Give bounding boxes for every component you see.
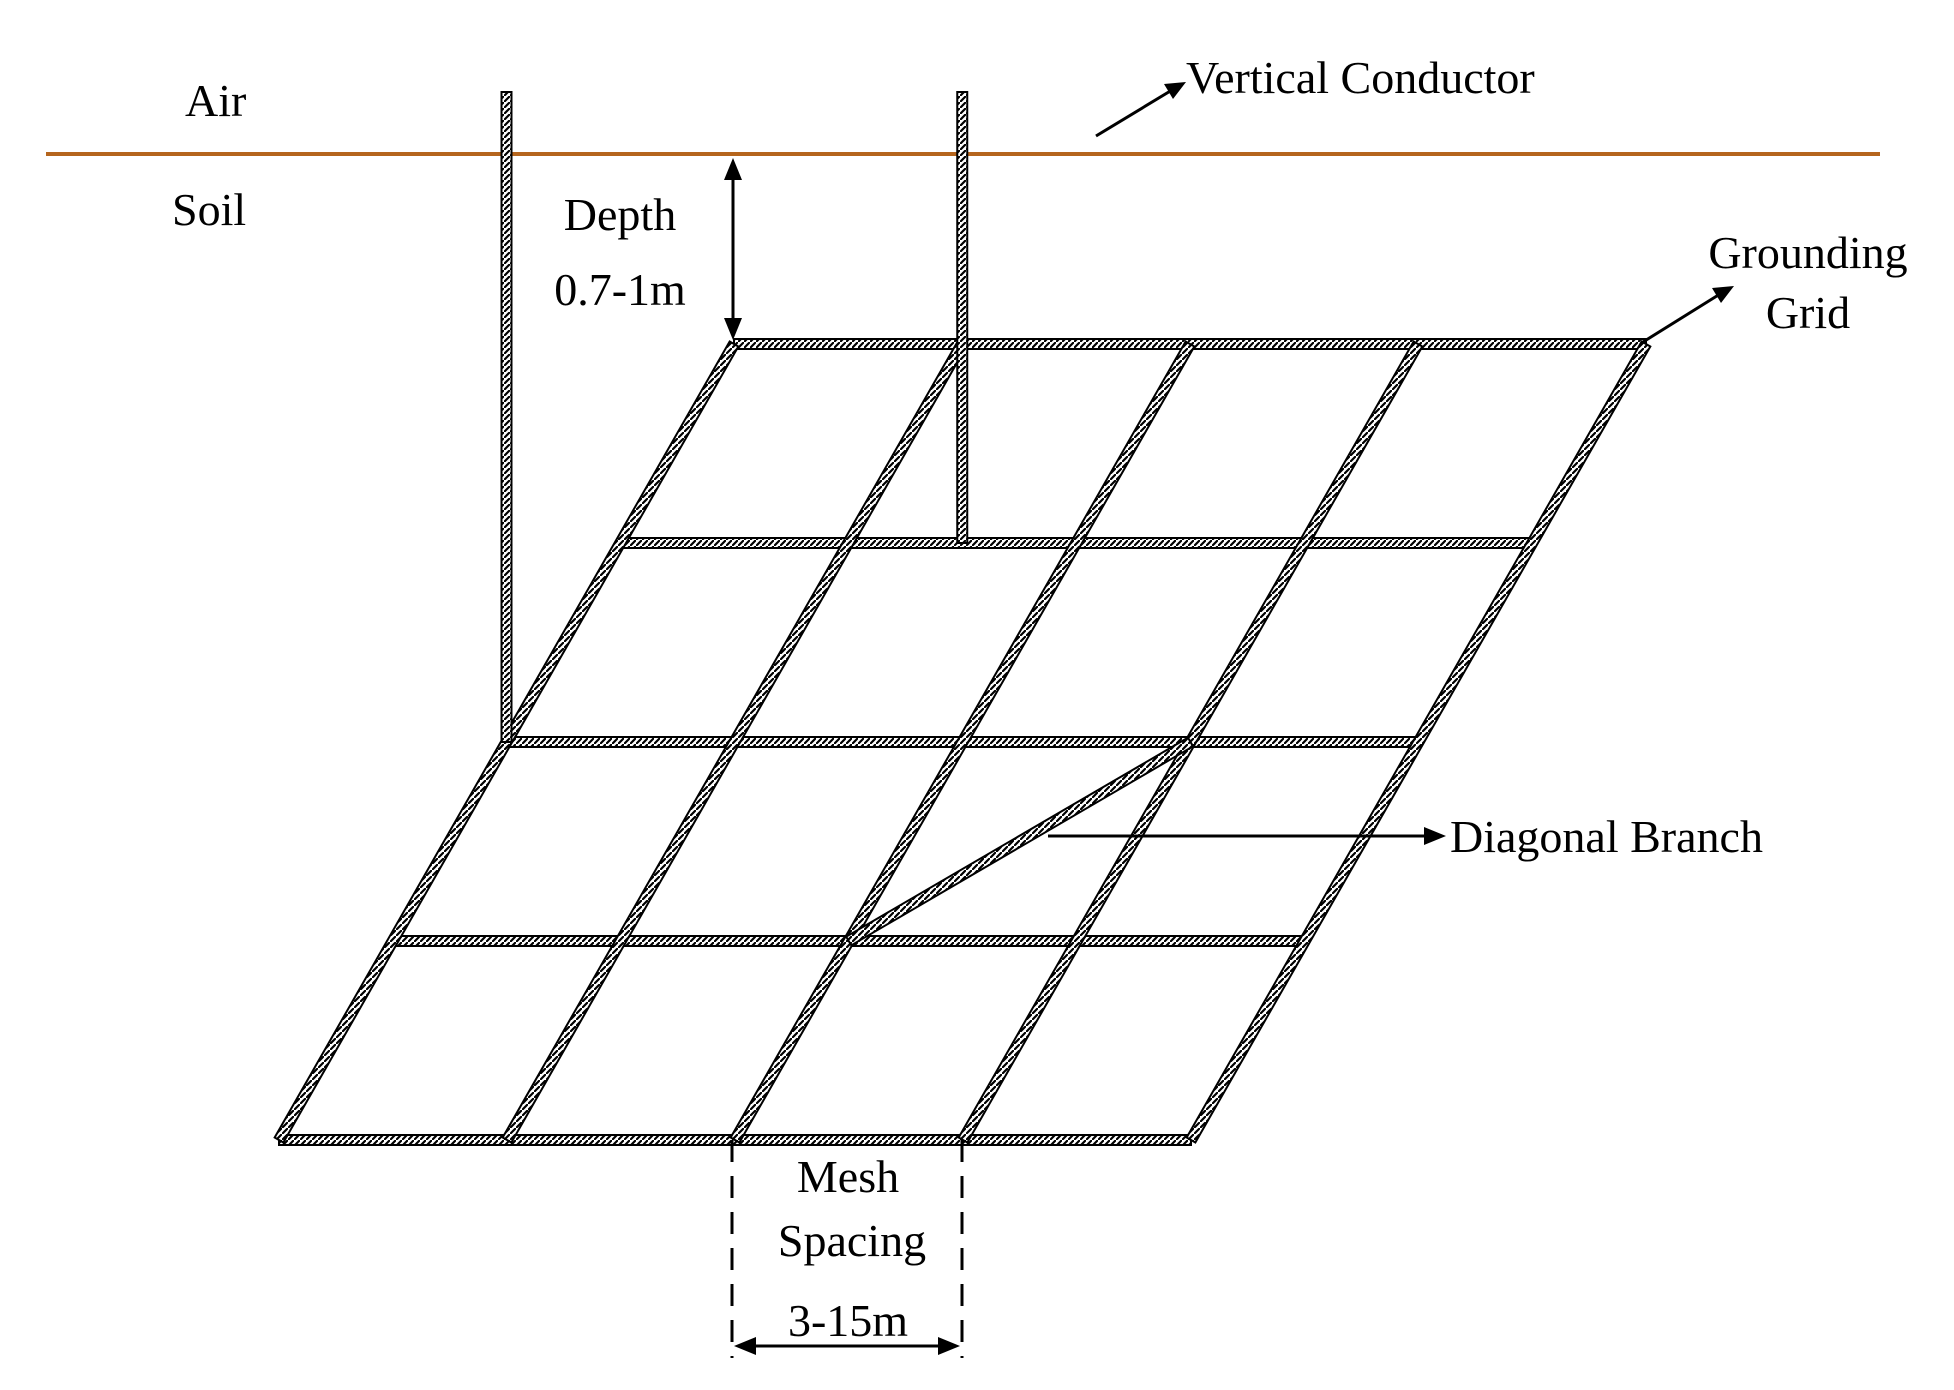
mesh-spacing-value-label: 3-15m xyxy=(788,1295,908,1346)
grid-slanted-conductor xyxy=(1185,340,1652,1144)
soil-label: Soil xyxy=(172,184,246,235)
mesh-spacing-label-line1: Mesh xyxy=(797,1151,899,1202)
diagonal-branch-label: Diagonal Branch xyxy=(1450,811,1763,862)
air-label: Air xyxy=(185,75,246,126)
grounding-grid-arrow xyxy=(1642,286,1734,344)
vertical-conductor-arrow xyxy=(1095,82,1186,138)
grid-slanted-conductor xyxy=(729,340,1196,1144)
vertical-conductor xyxy=(500,91,513,743)
grounding-grid-label-line2: Grid xyxy=(1766,287,1850,338)
diagonal-branch xyxy=(844,736,1195,947)
depth-title-label: Depth xyxy=(564,189,676,240)
vertical-conductor xyxy=(956,91,969,544)
vertical-conductor-label: Vertical Conductor xyxy=(1186,52,1535,103)
depth-value-label: 0.7-1m xyxy=(554,264,686,315)
depth-arrow xyxy=(724,158,742,340)
mesh-spacing-label-line2: Spacing xyxy=(778,1215,926,1266)
diagonal-branch-conductor xyxy=(844,736,1195,947)
diagonal-branch-arrow xyxy=(1048,827,1446,845)
mesh-spacing-dimension xyxy=(730,1140,964,1358)
vertical-conductors xyxy=(500,91,969,743)
grounding-grid-label-line1: Grounding xyxy=(1708,227,1907,278)
